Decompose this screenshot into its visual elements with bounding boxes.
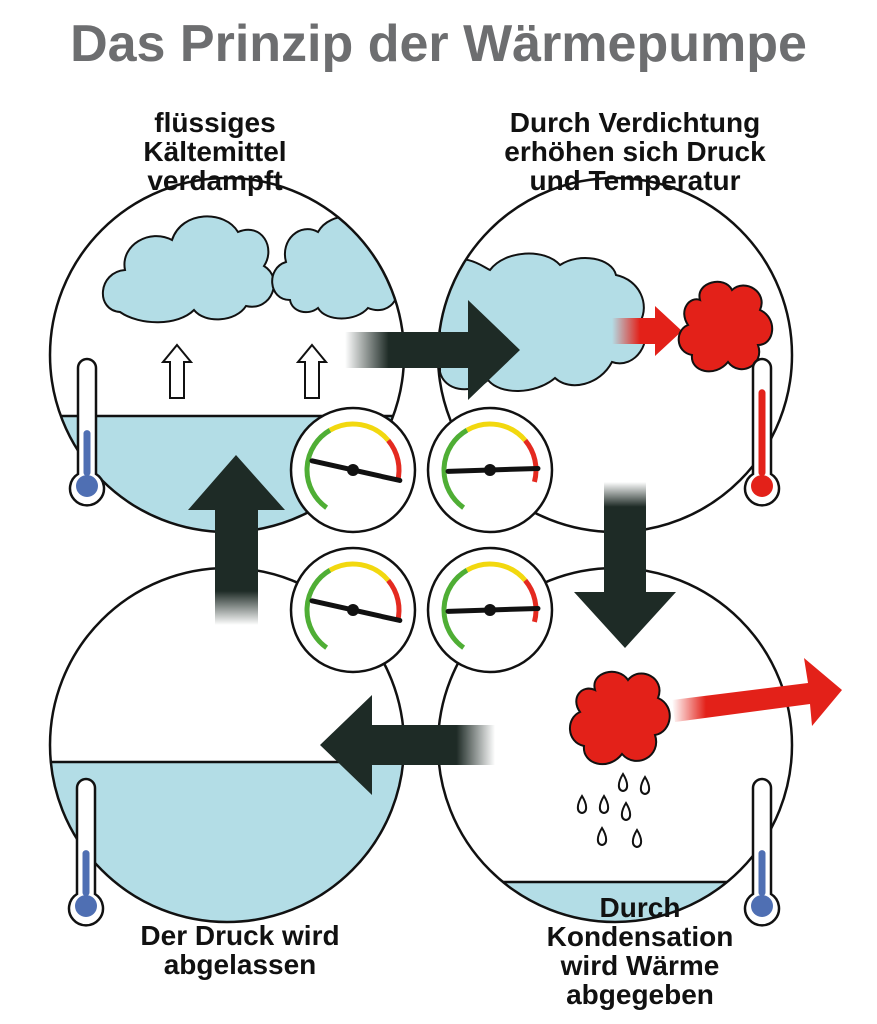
- gauge-hub: [484, 604, 496, 616]
- thermometer-level: [758, 850, 766, 896]
- pressure-gauge-icon: [289, 406, 417, 534]
- thermometer-icon: [743, 357, 781, 507]
- up-arrow-icon: [160, 343, 194, 399]
- gauge-hub: [347, 604, 359, 616]
- thermometer-bulb: [75, 895, 97, 917]
- gauge-zone-red: [523, 438, 539, 483]
- pressure-gauge-icon: [426, 546, 554, 674]
- heat-arrow-icon: [612, 306, 682, 356]
- heat-arrow-icon: [672, 658, 842, 726]
- thermometer-icon: [67, 777, 105, 927]
- gauge-hub: [484, 464, 496, 476]
- up-arrow-icon: [295, 343, 329, 399]
- gauge-hub: [347, 464, 359, 476]
- thermometer-level: [758, 389, 766, 476]
- thermometer-level: [83, 430, 91, 476]
- gauge-zone-yellow: [328, 421, 391, 443]
- arrow-to-evaporation: [188, 455, 285, 625]
- gauge-zone-red: [523, 578, 539, 623]
- thermometer-bulb: [751, 895, 773, 917]
- gauge-zone-green: [304, 427, 332, 510]
- arrow-to-expansion: [320, 695, 495, 795]
- gauge-zone-green: [441, 427, 469, 510]
- gauge-zone-green: [304, 567, 332, 650]
- page-title: Das Prinzip der Wärmepumpe: [70, 15, 807, 73]
- pressure-gauge-icon: [289, 546, 417, 674]
- thermometer-bulb: [76, 475, 98, 497]
- vapour-cloud-icon: [102, 215, 275, 324]
- arrow-to-compression: [345, 300, 520, 400]
- thermometer-bulb: [751, 475, 773, 497]
- gauge-zone-yellow: [465, 421, 528, 443]
- arrow-to-condensation: [574, 482, 676, 648]
- gauge-zone-green: [441, 567, 469, 650]
- thermometer-level: [82, 850, 90, 896]
- gauge-zone-yellow: [328, 561, 391, 583]
- pressure-gauge-icon: [426, 406, 554, 534]
- thermometer-icon: [743, 777, 781, 927]
- droplet-icon: [576, 772, 651, 849]
- heat-cloud-icon: [569, 670, 671, 765]
- thermometer-icon: [68, 357, 106, 507]
- gauge-zone-yellow: [465, 561, 528, 583]
